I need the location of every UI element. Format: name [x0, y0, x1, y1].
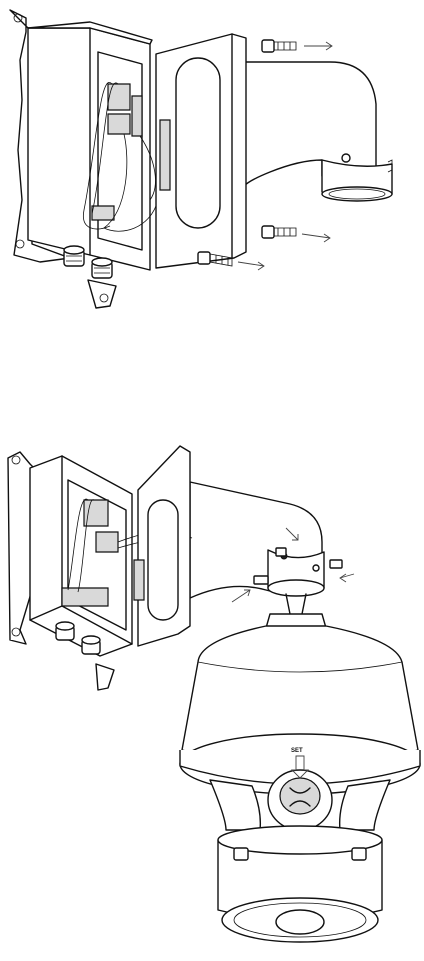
screw	[330, 560, 342, 568]
speed-dome-camera	[180, 626, 420, 942]
terminal-block	[62, 588, 108, 606]
screw	[262, 226, 296, 238]
terminal-block	[132, 96, 142, 136]
screw	[262, 40, 296, 52]
camera-lens-window	[276, 910, 324, 934]
cover-hinge	[160, 120, 170, 190]
direction-arrow	[232, 590, 250, 602]
cable-gland	[82, 636, 100, 654]
camera-mounting-diagram: SET	[0, 430, 424, 961]
junction-box-cover	[134, 446, 190, 646]
terminal-block	[108, 84, 130, 110]
direction-arrow	[304, 42, 332, 50]
terminal-block	[92, 206, 114, 220]
cable-gland	[92, 258, 112, 278]
body-screw	[234, 848, 248, 860]
body-screw	[352, 848, 366, 860]
bracket-junction-box-diagram	[0, 0, 424, 320]
mount-tab	[88, 280, 116, 308]
terminal-block	[108, 114, 130, 134]
cover-hinge	[134, 560, 144, 600]
terminal-block	[96, 532, 118, 552]
screw	[254, 576, 268, 584]
pendant-pipe	[286, 594, 306, 614]
screw	[276, 548, 286, 556]
cover-gasket	[148, 500, 178, 620]
junction-box	[28, 22, 158, 308]
set-mark-label: SET	[291, 748, 303, 754]
terminal-block	[84, 500, 108, 526]
wall-arm-bracket	[244, 62, 392, 201]
direction-arrow	[340, 574, 354, 582]
junction-box-cover	[156, 34, 246, 268]
direction-arrow	[302, 234, 330, 242]
direction-arrow	[238, 262, 264, 270]
set-screw-hole	[342, 154, 350, 162]
cable-gland	[64, 246, 84, 266]
cover-gasket	[176, 58, 220, 228]
cable-gland	[56, 622, 74, 640]
mount-tab	[96, 664, 114, 690]
